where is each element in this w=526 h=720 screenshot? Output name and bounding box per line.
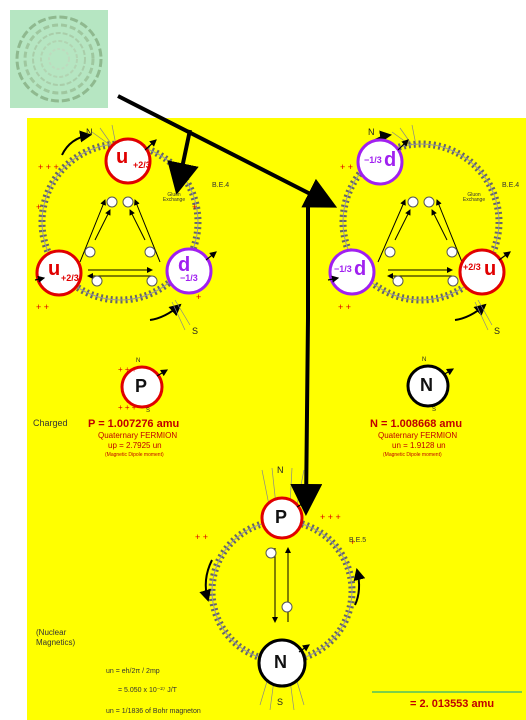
down-quark-circle — [165, 247, 213, 295]
magneton-value: = 5.050 x 10⁻²⁷ J/T — [118, 687, 177, 694]
charged-label: Charged — [33, 418, 68, 428]
up-quark-circle — [35, 249, 83, 297]
proton-moment: up = 2.7925 un — [108, 441, 162, 450]
neutron-moment: un = 1.9128 un — [392, 441, 446, 450]
proton-symbol: P — [135, 376, 148, 396]
svg-text:+ +: + + — [195, 532, 208, 542]
neutron-circle — [406, 364, 455, 408]
svg-text:+: + — [196, 292, 201, 302]
svg-text:+: + — [192, 202, 197, 212]
north-pole-label: N — [368, 127, 375, 137]
south-pole-label: S — [432, 407, 437, 413]
proton-mass: P = 1.007276 amu — [88, 418, 180, 430]
svg-text:+ +: + + — [36, 302, 49, 312]
up-quark-label: u — [116, 146, 129, 168]
proton-type: Quaternary FERMION — [98, 431, 178, 440]
binding-energy-label: B.E.5 — [349, 537, 367, 544]
proton-moment-note: (Magnetic Dipole moment) — [105, 452, 164, 458]
quark-charge-label: −1/3 — [364, 155, 382, 165]
up-quark-circle — [104, 137, 152, 185]
north-pole-label: N — [136, 358, 141, 364]
south-pole-label: S — [277, 697, 284, 707]
proton-circle: + + + + + + — [118, 365, 169, 412]
gluon-exchange-label: Gluon Exchange — [162, 192, 186, 203]
arrow-to-deuteron-icon — [290, 198, 323, 516]
quark-charge-label: +2/3 — [463, 262, 481, 272]
atom-thumbnail — [10, 10, 108, 108]
quark-charge-label: +2/3 — [61, 273, 79, 283]
down-quark-label: d — [384, 149, 397, 171]
north-pole-label: N — [277, 465, 284, 475]
binding-energy-label: B.E.4 — [502, 182, 520, 189]
nuclear-label: (Nuclear — [36, 628, 67, 637]
proton-quark-ring: + + + + + + + + — [34, 124, 217, 331]
down-quark-circle — [356, 138, 404, 186]
neutron-symbol: N — [420, 375, 433, 395]
svg-text:+ +: + + — [338, 302, 351, 312]
proton-symbol: P — [275, 507, 288, 527]
neutron-quark-ring: + + + + — [327, 124, 511, 331]
svg-text:+: + — [36, 202, 41, 212]
pointer-arrows — [117, 94, 338, 516]
quark-charge-label: −1/3 — [334, 264, 352, 274]
south-pole-label: S — [192, 326, 199, 336]
arrow-to-neutron-icon — [117, 94, 338, 208]
neutron-type: Quaternary FERMION — [378, 431, 458, 440]
magneton-formula: un = eh/2π / 2mp — [106, 668, 160, 675]
deuteron-ring: + + + + + + — [195, 467, 366, 711]
magnetics-label: Magnetics) — [36, 638, 76, 647]
quark-charge-label: −1/3 — [180, 273, 198, 283]
up-quark-label: u — [48, 258, 61, 280]
arrow-to-proton-icon — [167, 129, 199, 195]
svg-text:+ + +: + + + — [38, 162, 59, 172]
south-pole-label: S — [494, 326, 501, 336]
down-quark-circle — [328, 248, 376, 296]
neutron-circle — [257, 638, 307, 688]
gluon-exchange-label: Gluon Exchange — [462, 192, 486, 203]
bohr-magneton-ratio: un = 1/1836 of Bohr magneton — [106, 708, 201, 715]
spin-arrow-icon — [149, 303, 182, 321]
up-quark-circle — [458, 248, 506, 296]
neutron-moment-note: (Magnetic Dipole moment) — [383, 452, 442, 458]
south-pole-label: S — [146, 408, 151, 414]
svg-text:+ + +: + + + — [320, 512, 341, 522]
north-pole-label: N — [86, 127, 93, 137]
neutron-symbol: N — [274, 652, 287, 672]
binding-energy-label: B.E.4 — [212, 182, 230, 189]
concentric-rings-icon — [15, 15, 103, 103]
up-quark-label: u — [484, 258, 497, 280]
north-pole-label: N — [422, 357, 427, 363]
quark-charge-label: +2/3 — [133, 160, 151, 170]
svg-text:+: + — [350, 537, 355, 547]
spin-arrow-icon — [61, 130, 92, 156]
svg-text:+ + +: + + + — [118, 365, 137, 374]
down-quark-label: d — [354, 258, 367, 280]
deuteron-total-mass: = 2. 013553 amu — [410, 698, 495, 710]
neutron-mass: N = 1.008668 amu — [370, 418, 463, 430]
svg-text:+ + +: + + + — [118, 403, 137, 412]
down-quark-label: d — [178, 254, 191, 276]
svg-text:+ +: + + — [340, 162, 353, 172]
